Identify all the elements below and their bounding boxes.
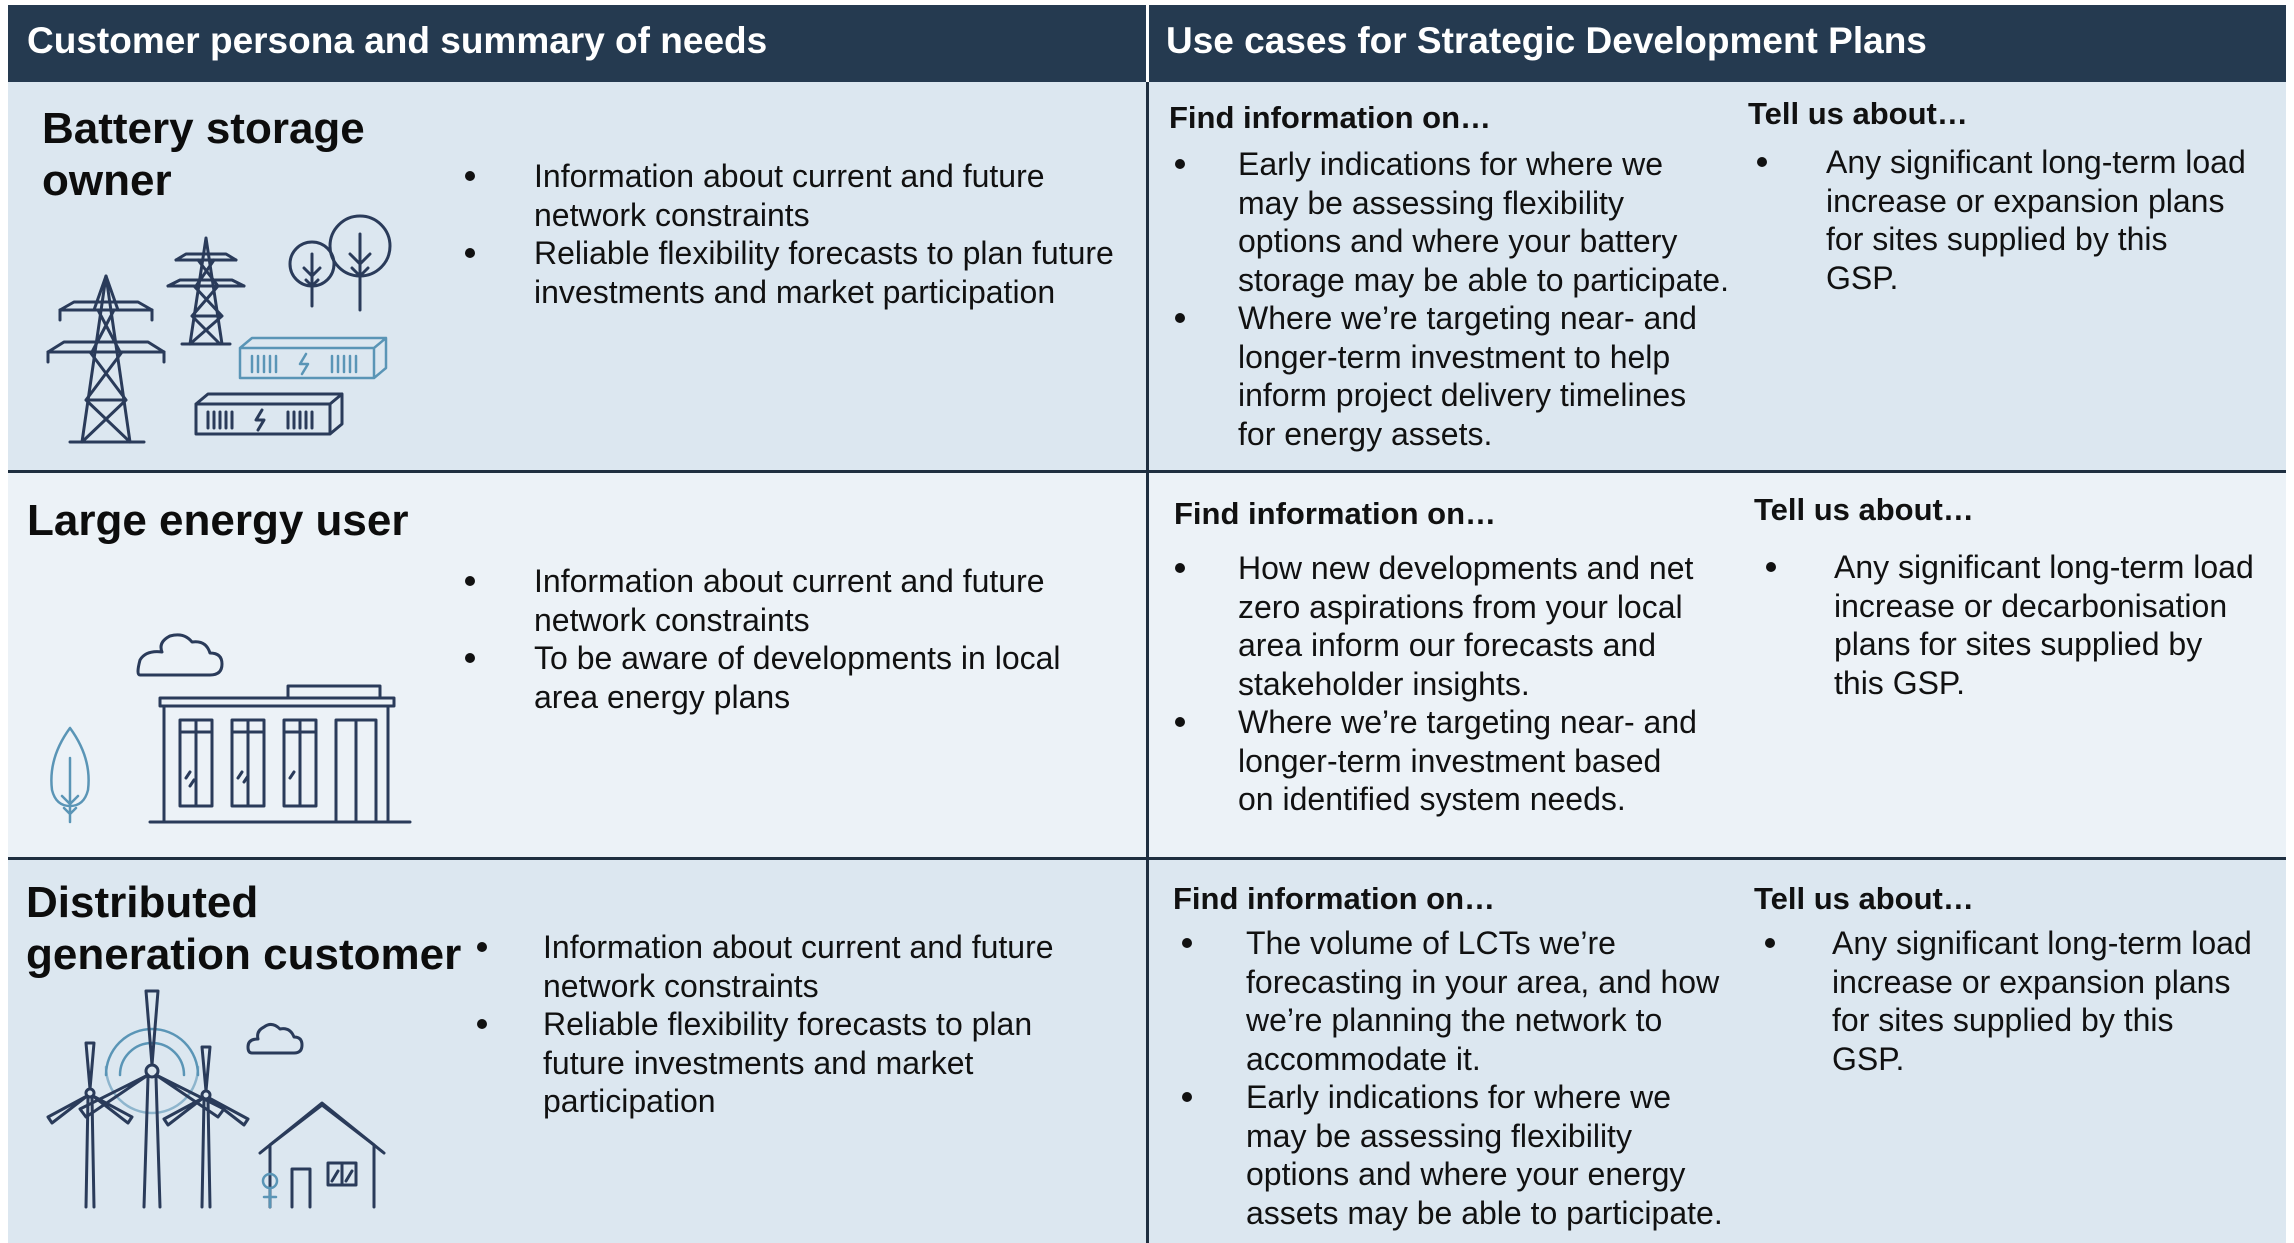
list-item: Any significant long-term load increase …: [1766, 548, 2284, 702]
header-left: Customer persona and summary of needs: [8, 5, 1146, 82]
text-line: we’re planning the network to: [1246, 1002, 1663, 1038]
tell-us-list: Any significant long-term load increase …: [1765, 924, 2282, 1078]
column-divider: [1146, 82, 1149, 1243]
persona-title-line: Battery storage: [42, 104, 365, 153]
list-item: How new developments and net zero aspira…: [1175, 549, 1758, 703]
text-line: assets may be able to participate.: [1246, 1194, 1723, 1231]
text-line: network constraints: [534, 196, 810, 233]
text-line: How new developments and net: [1238, 550, 1694, 586]
persona-title-line: owner: [42, 156, 172, 205]
text-line: zero aspirations from your local: [1238, 588, 1683, 625]
text-line: stakeholder insights.: [1238, 665, 1530, 702]
list-item: Information about current and future net…: [465, 157, 1124, 234]
text-line: area inform our forecasts and: [1238, 627, 1656, 663]
persona-title: Large energy user: [27, 495, 409, 547]
list-item: Any significant long-term load increase …: [1765, 924, 2282, 1078]
list-item: Early indications for where we may be as…: [1175, 145, 1758, 299]
text-line: Early indications for where we: [1246, 1079, 1672, 1115]
text-line: The volume of LCTs we’re: [1246, 925, 1616, 961]
persona-needs-list: Information about current and future net…: [465, 562, 1124, 716]
persona-title: Distributed generation customer: [26, 877, 461, 981]
find-information-list: Early indications for where we may be as…: [1175, 145, 1758, 453]
text-line: network constraints: [534, 601, 810, 638]
text-line: Where we’re targeting near- and: [1238, 704, 1697, 740]
text-line: increase or decarbonisation: [1834, 587, 2228, 624]
text-line: Information about current and future: [543, 929, 1054, 965]
text-line: Any significant long-term load: [1834, 549, 2254, 585]
list-item: Reliable flexibility forecasts to plan f…: [465, 234, 1124, 311]
text-line: plans for sites supplied by: [1834, 626, 2203, 662]
battery-storage-illustration: [46, 214, 392, 444]
text-line: forecasting in your area, and how: [1246, 963, 1720, 1000]
find-information-list: How new developments and net zero aspira…: [1175, 549, 1758, 819]
persona-needs-list: Information about current and future net…: [477, 928, 1133, 1121]
text-line: GSP.: [1826, 259, 1899, 296]
header-left-title: Customer persona and summary of needs: [27, 20, 768, 61]
text-line: Reliable flexibility forecasts to plan: [543, 1006, 1033, 1042]
list-item: Any significant long-term load increase …: [1757, 143, 2276, 297]
text-line: options and where your battery: [1238, 223, 1678, 259]
tell-us-heading: Tell us about…: [1754, 881, 1974, 916]
text-line: longer-term investment based: [1238, 742, 1662, 779]
tell-us-heading: Tell us about…: [1748, 96, 1968, 131]
text-line: for energy assets.: [1238, 415, 1493, 452]
find-information-heading: Find information on…: [1169, 100, 1492, 135]
list-item: Where we’re targeting near- and longer-t…: [1175, 703, 1758, 819]
text-line: storage may be able to participate.: [1238, 261, 1729, 298]
text-line: for sites supplied by this: [1832, 1002, 2174, 1038]
text-line: accommodate it.: [1246, 1040, 1481, 1077]
list-item: Early indications for where we may be as…: [1182, 1078, 1766, 1232]
text-line: Early indications for where we: [1238, 146, 1664, 182]
text-line: GSP.: [1832, 1040, 1905, 1077]
list-item: To be aware of developments in local are…: [465, 639, 1124, 716]
text-line: options and where your energy: [1246, 1156, 1686, 1192]
persona-title-line: Large energy user: [27, 496, 409, 545]
text-line: may be assessing flexibility: [1246, 1117, 1632, 1154]
text-line: To be aware of developments in local: [534, 640, 1061, 676]
text-line: for sites supplied by this: [1826, 221, 2168, 257]
text-line: participation: [543, 1083, 716, 1119]
text-line: Reliable flexibility forecasts to plan f…: [534, 235, 1114, 271]
find-information-heading: Find information on…: [1173, 881, 1496, 916]
list-item: Where we’re targeting near- and longer-t…: [1175, 299, 1758, 453]
text-line: Any significant long-term load: [1832, 925, 2252, 961]
text-line: may be assessing flexibility: [1238, 184, 1624, 221]
text-line: Information about current and future: [534, 563, 1045, 599]
header-right: Use cases for Strategic Development Plan…: [1149, 5, 2286, 82]
find-information-heading: Find information on…: [1174, 496, 1497, 531]
find-information-list: The volume of LCTs we’re forecasting in …: [1182, 924, 1766, 1232]
text-line: area energy plans: [534, 678, 791, 715]
tell-us-heading: Tell us about…: [1754, 492, 1974, 527]
text-line: inform project delivery timelines: [1238, 377, 1687, 413]
text-line: Information about current and future: [534, 158, 1045, 194]
persona-title-line: generation customer: [26, 930, 462, 979]
list-item: Reliable flexibility forecasts to plan f…: [477, 1005, 1133, 1121]
header-right-title: Use cases for Strategic Development Plan…: [1166, 20, 1927, 61]
text-line: future investments and market: [543, 1044, 974, 1081]
text-line: this GSP.: [1834, 664, 1966, 701]
text-line: increase or expansion plans: [1826, 182, 2225, 219]
text-line: increase or expansion plans: [1832, 963, 2231, 1000]
tell-us-list: Any significant long-term load increase …: [1766, 548, 2284, 702]
persona-title-line: Distributed: [26, 878, 259, 927]
text-line: Any significant long-term load: [1826, 144, 2246, 180]
list-item: Information about current and future net…: [477, 928, 1133, 1005]
text-line: Where we’re targeting near- and: [1238, 300, 1697, 336]
persona-title: Battery storage owner: [42, 103, 365, 207]
text-line: longer-term investment to help: [1238, 338, 1671, 375]
text-line: investments and market participation: [534, 273, 1056, 310]
list-item: Information about current and future net…: [465, 562, 1124, 639]
tell-us-list: Any significant long-term load increase …: [1757, 143, 2276, 297]
list-item: The volume of LCTs we’re forecasting in …: [1182, 924, 1766, 1078]
persona-needs-list: Information about current and future net…: [465, 157, 1124, 311]
large-energy-user-illustration: [50, 633, 412, 824]
text-line: network constraints: [543, 967, 819, 1004]
distributed-generation-illustration: [46, 989, 386, 1209]
text-line: on identified system needs.: [1238, 781, 1626, 817]
